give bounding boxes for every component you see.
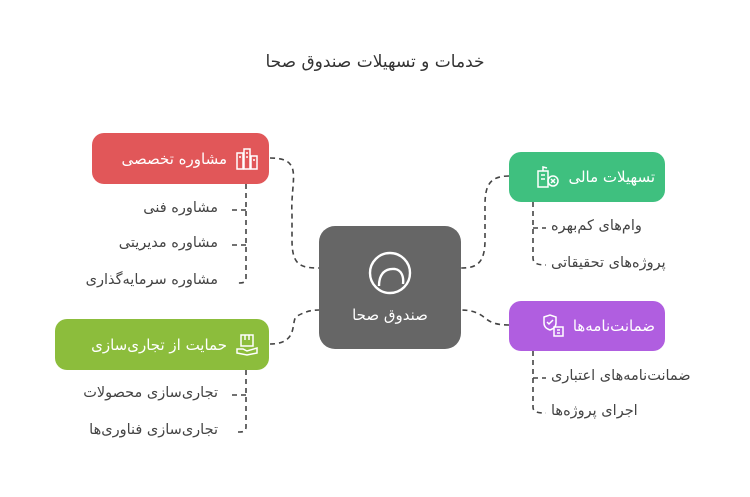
diagram-title: خدمات و تسهیلات صندوق صحا (265, 52, 485, 72)
connector-commercialization (269, 309, 320, 345)
consulting-item-investment: مشاوره سرمایه‌گذاری (85, 272, 218, 288)
financial-item-loans: وام‌های کم‌بهره (551, 218, 642, 234)
box-hand-icon (236, 333, 258, 356)
circle-arc-icon (368, 251, 412, 295)
node-financial[interactable]: تسهیلات مالی (509, 152, 665, 202)
buildings-icon (236, 147, 258, 170)
center-node[interactable]: صندوق صحا (319, 226, 461, 349)
connector-guarantees (460, 309, 510, 326)
consulting-item-management: مشاوره مدیریتی (118, 235, 218, 251)
node-commercialization[interactable]: حمایت از تجاری‌سازی (55, 319, 269, 370)
node-consulting-label: مشاوره تخصصی (121, 149, 227, 168)
connector-consulting (269, 157, 320, 269)
center-node-label: صندوق صحا (352, 306, 428, 324)
guarantees-item-credit: ضمانت‌نامه‌های اعتباری (551, 368, 691, 384)
node-guarantees-label: ضمانت‌نامه‌ها (572, 317, 655, 335)
commercialization-item-technologies: تجاری‌سازی فناوری‌ها (89, 422, 218, 438)
finance-building-icon (537, 166, 560, 188)
commercialization-item-products: تجاری‌سازی محصولات (83, 385, 218, 401)
guarantees-item-projects: اجرای پروژه‌ها (551, 403, 638, 419)
node-commercialization-label: حمایت از تجاری‌سازی (91, 335, 227, 354)
node-guarantees[interactable]: ضمانت‌نامه‌ها (509, 301, 665, 351)
node-consulting[interactable]: مشاوره تخصصی (92, 133, 269, 184)
connector-financial (460, 175, 510, 269)
consulting-item-technical: مشاوره فنی (143, 200, 218, 216)
node-financial-label: تسهیلات مالی (568, 168, 655, 186)
financial-item-research: پروژه‌های تحقیقاتی (551, 255, 666, 271)
shield-building-icon (543, 314, 564, 337)
